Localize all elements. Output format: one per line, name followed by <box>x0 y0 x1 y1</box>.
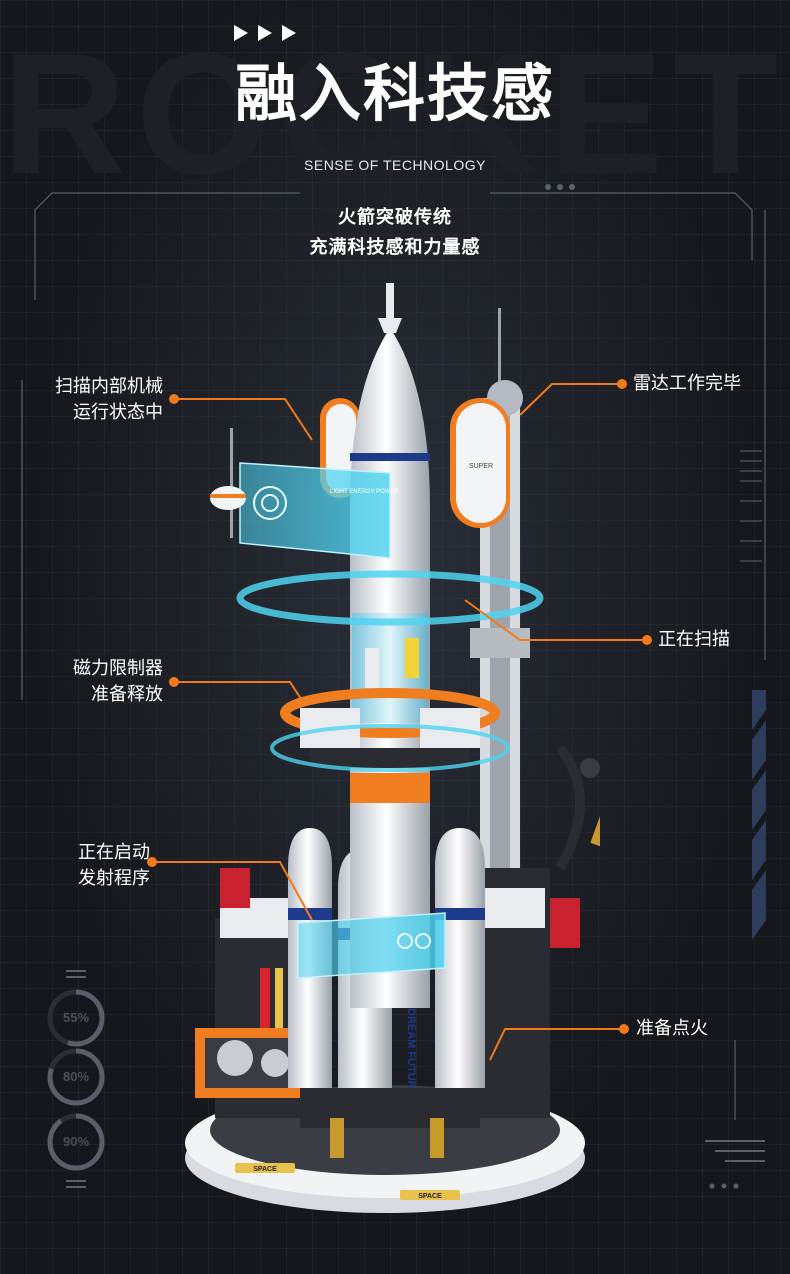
gauge-90-label: 90% <box>62 1134 90 1149</box>
gauge-80-label: 80% <box>62 1069 90 1084</box>
base-tag-right: SPACE <box>418 1193 442 1200</box>
callout-scan-internal-line-1: 扫描内部机械 <box>55 376 163 397</box>
page-subtitle: SENSE OF TECHNOLOGY <box>304 157 486 173</box>
callout-launch: 正在启动 发射程序 <box>0 840 150 892</box>
base-tag-left: SPACE <box>253 1166 277 1173</box>
hologram-panel-text: LIGHT ENERGY POWER <box>330 489 399 495</box>
callout-radar: 雷达工作完毕 <box>633 373 741 394</box>
callout-magnetic: 磁力限制器 准备释放 <box>0 656 163 708</box>
callout-launch-line-2: 发射程序 <box>78 868 150 889</box>
callout-scan-internal-line-2: 运行状态中 <box>73 402 163 423</box>
callout-ignition: 准备点火 <box>636 1018 708 1039</box>
rocket-side-text: DREAM FUTURE <box>405 1008 417 1096</box>
callout-magnetic-line-1: 磁力限制器 <box>73 658 163 679</box>
gauge-55-label: 55% <box>62 1010 90 1025</box>
callout-magnetic-line-2: 准备释放 <box>91 684 163 705</box>
callout-launch-line-1: 正在启动 <box>78 842 150 863</box>
rocket-illustration: SPACE SPACE SUPER <box>185 283 600 1213</box>
tagline-line-1: 火箭突破传统 <box>338 207 452 228</box>
tagline-line-2: 充满科技感和力量感 <box>309 237 481 258</box>
callout-scanning: 正在扫描 <box>658 629 730 650</box>
page-title: 融入科技感 <box>234 57 555 130</box>
tower-label: SUPER <box>469 463 493 470</box>
play-arrow-icon <box>234 25 296 41</box>
callout-scan-internal: 扫描内部机械 运行状态中 <box>0 374 163 426</box>
background-word: ROCKET <box>1 18 789 210</box>
